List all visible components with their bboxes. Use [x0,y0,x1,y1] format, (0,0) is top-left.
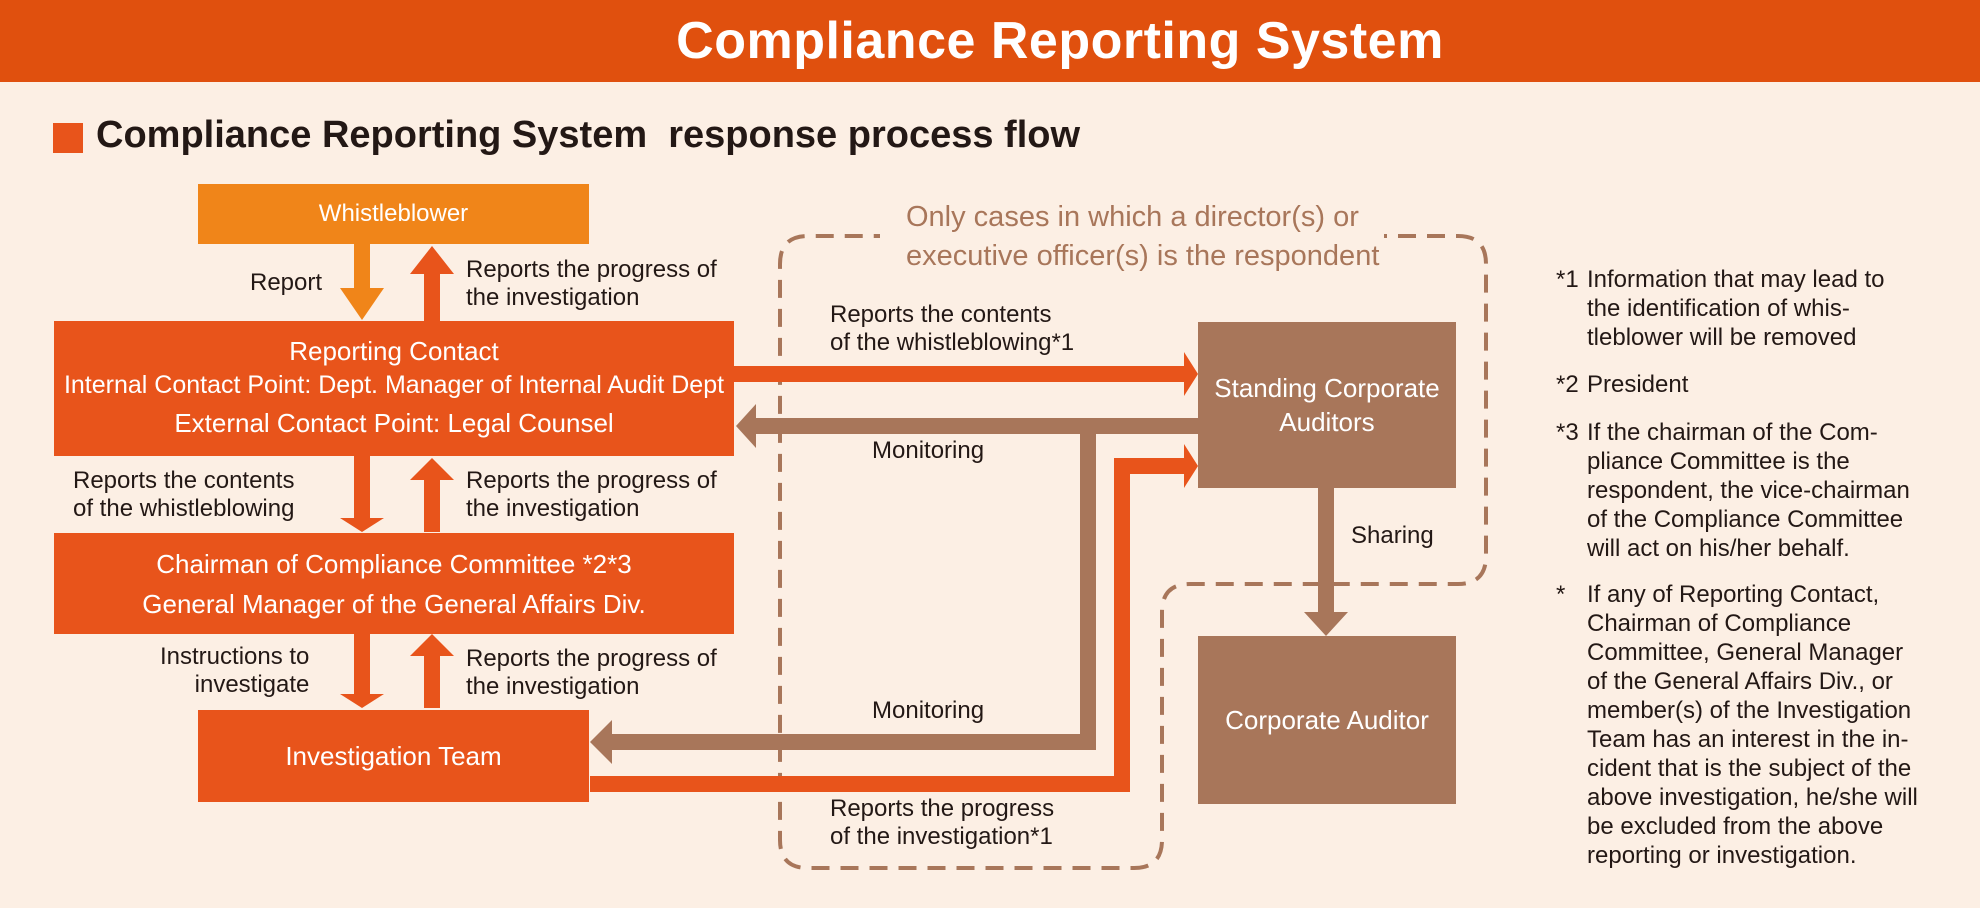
note-mark: *3 [1556,419,1579,446]
contents-label-left: Reports the contents of the whistleblowi… [73,467,295,522]
reporting-contact-title: Reporting Contact [289,335,499,366]
investigation-team-label: Investigation Team [285,740,502,771]
note-body: If the chairman of the Com- pliance Comm… [1587,419,1910,562]
whistleblower-box: Whistleblower [198,184,589,244]
monitoring-label-top: Monitoring [872,437,985,464]
monitoring-arrow-top [756,418,1198,434]
section-title: Compliance Reporting System response pro… [96,114,1081,156]
investigation-team-box: Investigation Team [198,710,589,802]
note-4: * If any of Reporting Contact, Chairman … [1556,580,1956,880]
whistleblower-label: Whistleblower [318,200,469,227]
note-2: *2 President [1556,370,1956,400]
note-3: *3 If the chairman of the Com- pliance C… [1556,418,1956,568]
chairman-line1: Chairman of Compliance Committee *2*3 [156,548,632,579]
page-header: Compliance Reporting System [0,0,1980,82]
contents-arrow-left [354,456,370,518]
report-arrow [354,244,370,288]
monitoring-label-bottom: Monitoring [872,697,985,724]
note-mark: * [1556,581,1566,608]
reporting-contact-box: Reporting Contact Internal Contact Point… [54,321,734,456]
progress-arrow-mid [424,480,440,532]
dashed-region-label: Only cases in which a director(s) or exe… [906,201,1380,272]
chairman-line2: General Manager of the General Affairs D… [142,588,646,619]
external-contact-point: External Contact Point: Legal Counsel [174,407,614,438]
standing-auditors-box: Standing Corporate Auditors [1198,322,1456,488]
chairman-box: Chairman of Compliance Committee *2*3 Ge… [54,533,734,634]
instructions-arrow [354,634,370,694]
corporate-auditor-box: Corporate Auditor [1198,636,1456,804]
standing-auditors-line1: Standing Corporate [1214,373,1440,403]
contents-to-auditors-arrow [734,366,1184,382]
progress-to-auditors-arrow [590,776,1130,792]
report-label: Report [250,269,323,296]
note-1: *1 Information that may lead to the iden… [1556,265,1956,355]
instructions-label: Instructions to investigate [160,643,310,698]
progress-label-top: Reports the progress of the investigatio… [466,256,717,311]
internal-contact-point: Internal Contact Point: Dept. Manager of… [63,370,725,399]
note-mark: *2 [1556,371,1579,398]
corporate-auditor-label: Corporate Auditor [1225,704,1429,735]
note-body: Information that may lead to the identif… [1587,266,1885,351]
progress-to-auditors-label: Reports the progress of the investigatio… [830,795,1055,850]
section-marker [53,123,83,153]
note-mark: *1 [1556,266,1579,293]
page-title: Compliance Reporting System [676,12,1444,70]
progress-label-low: Reports the progress of the investigatio… [466,645,717,700]
sharing-label: Sharing [1351,522,1434,549]
progress-arrow-low [424,656,440,708]
progress-label-mid: Reports the progress of the investigatio… [466,467,717,522]
contents-to-auditors-label: Reports the contents of the whistleblowi… [830,301,1075,356]
note-body: If any of Reporting Contact, Chairman of… [1587,581,1918,869]
sharing-arrow [1318,488,1334,612]
note-body: President [1587,371,1689,398]
standing-auditors-line2: Auditors [1279,407,1375,437]
dashed-region-outline [778,234,1488,870]
monitoring-arrow-bottom [612,734,1096,750]
progress-arrow-top [424,274,440,322]
